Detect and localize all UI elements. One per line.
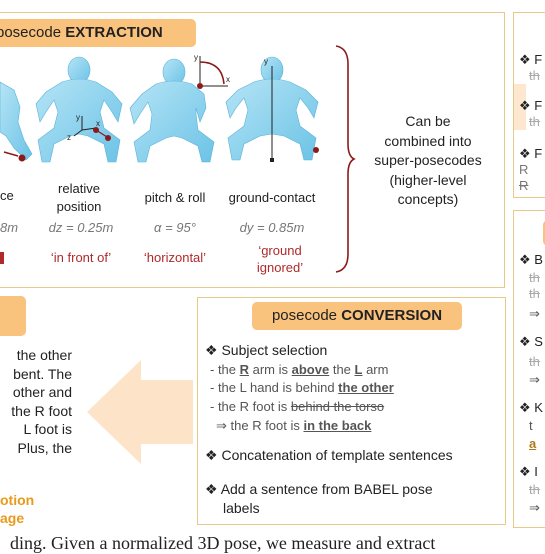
right-item-5-sub: th <box>529 354 540 369</box>
figure-2 <box>35 56 123 163</box>
conversion-line-4: ⇒ the R foot is in the back <box>216 418 372 433</box>
bullet-icon: ❖ <box>205 481 218 497</box>
extraction-title-prefix: posecode <box>0 24 66 41</box>
angle-point-3 <box>197 83 203 89</box>
axis-y-label-4: y <box>264 57 268 66</box>
extraction-panel <box>0 12 505 288</box>
conversion-title-prefix: posecode <box>271 307 342 324</box>
extraction-title-tag: posecode EXTRACTION <box>0 19 196 47</box>
axis-y-label-2: y <box>76 113 80 122</box>
angle-arc-3 <box>199 61 225 85</box>
axis-x-label-3: x <box>226 75 230 84</box>
col1-label: ce <box>0 188 14 203</box>
measure-arrow-2 <box>95 129 108 138</box>
combine-line-3: super-posecodes <box>374 152 482 168</box>
right-item-2: ❖ F <box>519 98 543 113</box>
conversion-title-tag: posecode CONVERSION <box>252 302 462 330</box>
right-item-2-sub: th <box>529 114 540 129</box>
right-item-6-small: a <box>529 436 537 451</box>
combine-line-2: combined into <box>384 132 472 149</box>
combine-text: Can be combined into super-posecodes (hi… <box>360 112 496 210</box>
axis-z-label-2: z <box>67 133 71 142</box>
right-item-5: ❖ S <box>519 334 543 349</box>
conversion-title-bold: CONVERSION <box>341 307 443 324</box>
left-line-1: the other <box>16 347 72 363</box>
col1-value: 8m <box>0 220 19 235</box>
col3-label: pitch & roll <box>144 190 206 205</box>
contact-point-1 <box>18 154 26 162</box>
figure-1 <box>0 81 33 161</box>
concat-label: Concatenation of template sentences <box>221 447 453 463</box>
left-line-6: Plus, the <box>17 439 72 456</box>
right-item-3: ❖ F <box>519 146 543 161</box>
right-item-7-sub: th <box>529 482 540 497</box>
left-orange-1: otion <box>0 492 35 508</box>
combine-line-4: (higher-level <box>389 171 467 188</box>
conversion-panel <box>197 297 506 525</box>
subject-selection-heading: ❖ Subject selection <box>205 342 327 359</box>
right-item-1-sub: th <box>529 68 540 83</box>
subject-selection-label: Subject selection <box>221 342 328 358</box>
conversion-line-2: - the L hand is behind the other <box>210 380 394 395</box>
arrow-1 <box>3 151 19 157</box>
bullet-icon: ❖ <box>205 342 218 358</box>
right-item-4-sub2: th <box>529 286 540 301</box>
figure-3 <box>129 58 215 163</box>
right-item-6-sub: t <box>529 418 533 433</box>
right-item-7-arrow: ⇒ <box>529 500 540 515</box>
left-text-block: the other bent. The other and the R foot… <box>0 346 72 457</box>
col3-value: α = 95° <box>154 220 196 235</box>
right-item-3-sub2: R <box>519 178 529 193</box>
right-item-4-sub1: th <box>529 270 540 285</box>
bottom-caption: ding. Given a normalized 3D pose, we mea… <box>10 533 436 553</box>
right-item-3-sub1: R <box>519 162 529 177</box>
left-line-4: the R foot <box>11 402 72 419</box>
col3-category: ‘horizontal’ <box>143 250 207 265</box>
right-item-4-arrow: ⇒ <box>529 306 540 321</box>
right-panel-bottom-tag <box>543 220 545 246</box>
left-orange-2: age <box>0 510 25 526</box>
left-line-3: other and <box>12 384 72 400</box>
col4-label: ground-contact <box>228 190 316 205</box>
conversion-line-3: - the R foot is behind the torso <box>210 399 385 414</box>
combine-line-1: Can be <box>405 113 451 129</box>
right-panel-bottom <box>513 210 545 528</box>
babel-label-1: Add a sentence from BABEL pose <box>220 481 433 497</box>
left-line-5: L foot is <box>23 421 72 437</box>
right-item-5-arrow: ⇒ <box>529 372 540 387</box>
left-arrow <box>87 360 193 464</box>
ground-point-4 <box>313 147 319 153</box>
ground-marker-4 <box>270 158 274 162</box>
concat-item: ❖ Concatenation of template sentences <box>205 447 453 464</box>
col2-value: dz = 0.25m <box>48 220 114 235</box>
conversion-line-1: - the R arm is above the L arm <box>210 362 389 377</box>
left-partial-tag <box>0 296 26 336</box>
col1-category-mark <box>0 252 4 264</box>
left-orange-text: otion age <box>0 491 34 527</box>
bullet-icon: ❖ <box>205 447 218 463</box>
right-item-6: ❖ K <box>519 400 543 415</box>
right-item-1: ❖ F <box>519 52 543 67</box>
right-item-4: ❖ B <box>519 252 543 267</box>
right-panel-top-bar <box>514 84 526 130</box>
col4-value: dy = 0.85m <box>239 220 305 235</box>
extraction-title-bold: EXTRACTION <box>65 24 163 41</box>
babel-label-2: labels <box>223 500 260 516</box>
combine-line-5: concepts) <box>397 191 459 207</box>
left-line-2: bent. The <box>13 365 72 382</box>
babel-item: ❖ Add a sentence from BABEL pose labels <box>205 480 433 518</box>
axis-x-label-2: x <box>96 119 100 128</box>
right-item-7: ❖ I <box>519 464 538 479</box>
axis-y-label-3: y <box>194 53 198 62</box>
pose-figures: y x z y x y <box>0 53 319 163</box>
col2-category: ‘in front of’ <box>50 250 112 265</box>
angle-axes-3 <box>199 56 228 87</box>
curly-brace <box>335 45 356 273</box>
